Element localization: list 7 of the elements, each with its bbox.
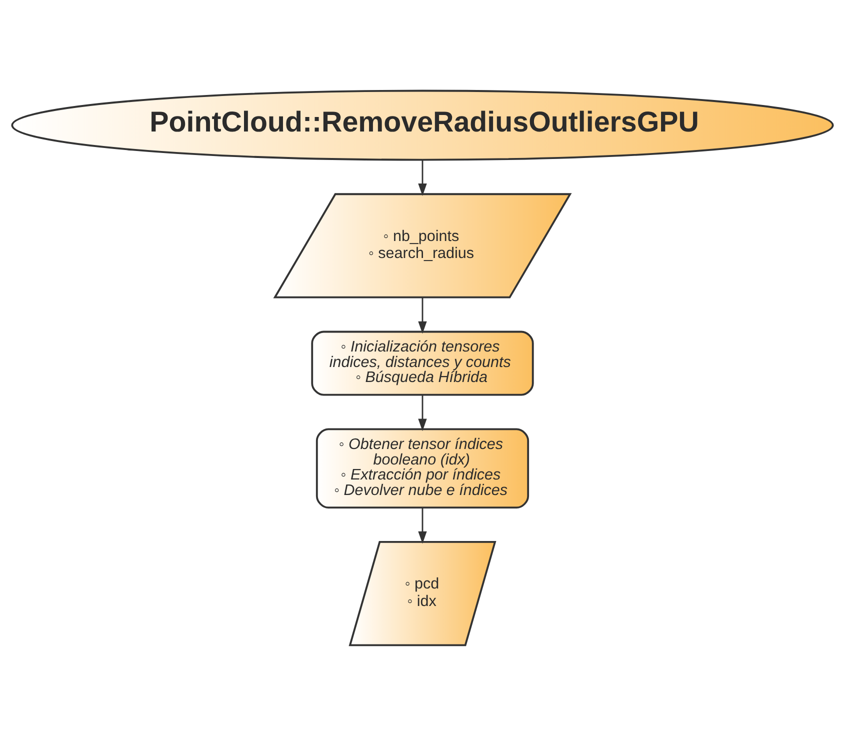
node-ellipse: PointCloud::RemoveRadiusOutliersGPU — [11, 90, 834, 161]
arrow — [418, 160, 427, 196]
node-box: ◦ Obtener tensor índices booleano (idx) ◦ Extracción por índices ◦ Devolver nube e índices — [316, 428, 530, 509]
arrow — [418, 297, 427, 334]
node-box: ◦ Inicialización tensores indices, distances y counts ◦ Búsqueda Híbrida — [311, 330, 534, 396]
arrow — [418, 394, 427, 432]
arrow — [418, 508, 427, 544]
